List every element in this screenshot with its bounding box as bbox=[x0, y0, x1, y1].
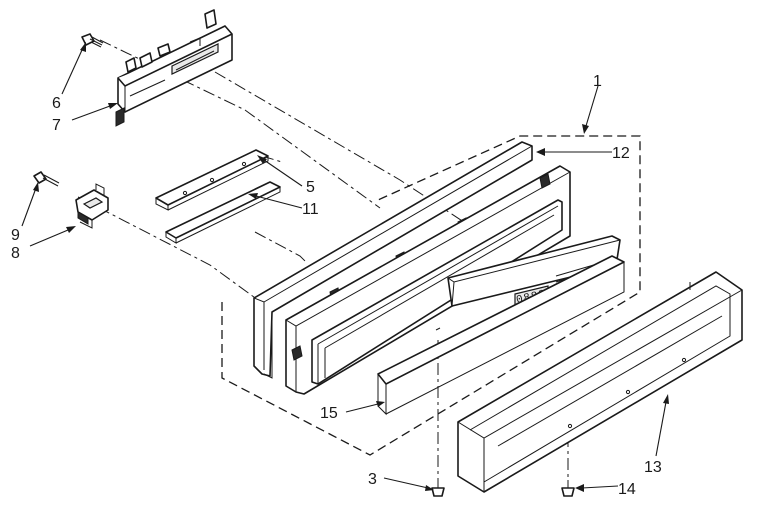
trim-strip-part-15 bbox=[377, 255, 625, 416]
screw-part-6 bbox=[81, 33, 104, 48]
callout-13: 13 bbox=[644, 459, 662, 476]
callout-14: 14 bbox=[618, 481, 636, 498]
access-panel-part-13 bbox=[457, 271, 743, 493]
callout-labels: 6 7 9 8 5 11 1 12 15 3 13 14 bbox=[11, 73, 662, 498]
leader-lines bbox=[21, 42, 669, 492]
callout-11: 11 bbox=[302, 201, 319, 218]
control-bracket-part-7 bbox=[115, 9, 233, 127]
assembly-boundary bbox=[221, 135, 641, 456]
screw-part-9 bbox=[33, 171, 60, 187]
callout-6: 6 bbox=[52, 95, 61, 112]
screw-part-3 bbox=[431, 478, 445, 497]
callout-1: 1 bbox=[593, 73, 602, 90]
bracket-strip-part-5 bbox=[155, 149, 269, 211]
callout-7: 7 bbox=[52, 117, 61, 134]
callout-5: 5 bbox=[306, 179, 315, 196]
callout-12: 12 bbox=[612, 145, 630, 162]
callout-8: 8 bbox=[11, 245, 20, 262]
inner-frame-panel bbox=[285, 165, 571, 395]
latch-part-8 bbox=[75, 183, 109, 229]
callout-3: 3 bbox=[368, 471, 377, 488]
callout-9: 9 bbox=[11, 227, 20, 244]
screw-part-14 bbox=[561, 480, 575, 497]
callout-15: 15 bbox=[320, 405, 338, 422]
